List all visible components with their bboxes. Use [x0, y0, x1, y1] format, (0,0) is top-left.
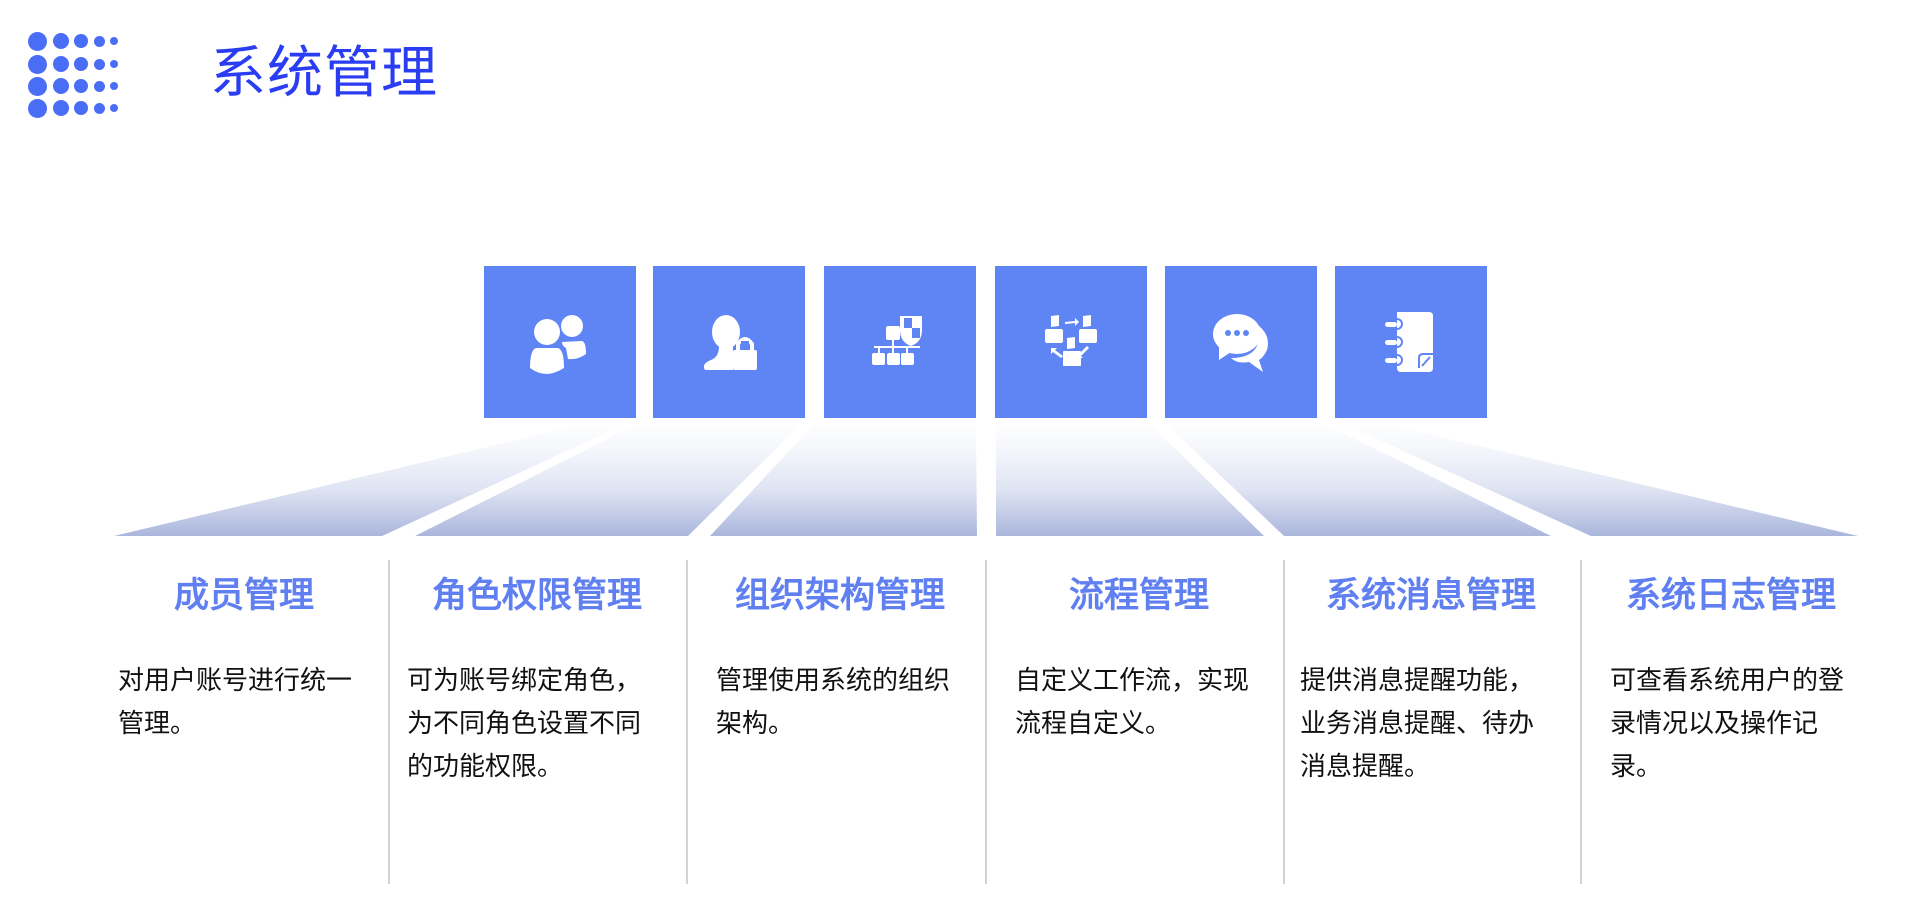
module-description: 管理使用系统的组织架构。 [716, 666, 951, 739]
tile-system-message[interactable] [1165, 266, 1317, 418]
module-workflow: 流程管理 自定义工作流，实现流程自定义。 [1015, 560, 1277, 884]
logo-dot [93, 35, 105, 47]
module-member-management: 成员管理 对用户账号进行统一管理。 [118, 560, 378, 884]
logo-dot [74, 101, 88, 115]
module-system-log: 系统日志管理 可查看系统用户的登录情况以及操作记录。 [1610, 560, 1872, 884]
module-description: 自定义工作流，实现流程自定义。 [1015, 666, 1250, 739]
fan-segment [1335, 420, 1858, 536]
module-description: 提供消息提醒功能，业务消息提醒、待办消息提醒。 [1300, 666, 1535, 782]
logo-dot [93, 102, 105, 114]
logo-dot [53, 100, 69, 116]
column-divider [1580, 560, 1582, 884]
logo-dot [27, 54, 47, 74]
module-title: 系统日志管理 [1625, 576, 1836, 616]
tile-member-management[interactable] [484, 266, 636, 418]
org-chart-shield-icon [872, 316, 922, 365]
tile-workflow[interactable] [995, 266, 1147, 418]
logo-dot [27, 76, 47, 96]
tile-system-log[interactable] [1335, 266, 1487, 418]
column-divider [388, 560, 390, 884]
logo-dot [110, 37, 118, 45]
user-lock-icon [703, 315, 757, 370]
fan-segment [415, 420, 805, 536]
logo-dot [74, 57, 88, 71]
tile-org-structure[interactable] [824, 266, 976, 418]
logo-dot [110, 82, 118, 90]
module-description: 可为账号绑定角色，为不同角色设置不同的功能权限。 [407, 666, 642, 782]
fan-segment [114, 420, 634, 536]
module-title: 系统消息管理 [1325, 576, 1536, 616]
logo-dot [74, 34, 88, 48]
module-description: 可查看系统用户的登录情况以及操作记录。 [1610, 666, 1845, 782]
users-icon [530, 315, 586, 374]
logo-dot [53, 33, 69, 49]
page-title: 系统管理 [210, 41, 438, 106]
logo-dot [110, 104, 118, 112]
module-org-structure: 组织架构管理 管理使用系统的组织架构。 [716, 560, 978, 884]
logo-dot [93, 58, 105, 70]
dot-grid-icon [0, 0, 130, 130]
module-system-message: 系统消息管理 提供消息提醒功能，业务消息提醒、待办消息提醒。 [1300, 560, 1562, 884]
chat-bubbles-icon [1213, 314, 1268, 372]
module-title: 组织架构管理 [734, 576, 945, 616]
fan-segment [996, 420, 1264, 536]
tile-role-permission[interactable] [653, 266, 805, 418]
logo-dot [53, 56, 69, 72]
module-title: 角色权限管理 [431, 576, 642, 616]
fan-segment [710, 420, 977, 536]
module-role-permission: 角色权限管理 可为账号绑定角色，为不同角色设置不同的功能权限。 [407, 560, 677, 884]
module-description: 对用户账号进行统一管理。 [118, 666, 353, 739]
notebook-icon [1385, 312, 1433, 372]
logo-dot [74, 79, 88, 93]
logo-dot [27, 31, 47, 51]
logo-dot [93, 80, 105, 92]
column-divider [1283, 560, 1285, 884]
workflow-cycle-icon [1045, 315, 1097, 366]
fan-segment [1162, 420, 1551, 536]
column-divider [686, 560, 688, 884]
module-title: 成员管理 [173, 576, 314, 616]
logo-dot [53, 78, 69, 94]
column-divider [985, 560, 987, 884]
logo-dot [27, 98, 47, 118]
module-title: 流程管理 [1068, 576, 1209, 616]
logo-dot [110, 60, 118, 68]
